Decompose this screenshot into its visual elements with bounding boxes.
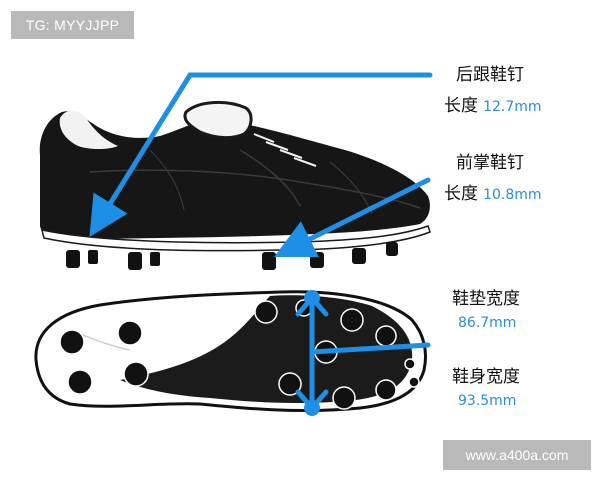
insole-width-line (309, 342, 431, 355)
measurement-lines (89, 72, 433, 417)
spec-forefoot-stud-title: 前掌鞋钉 (456, 153, 524, 173)
spec-heel-stud-title: 后跟鞋钉 (456, 65, 524, 85)
boot-sole-view (34, 290, 427, 413)
spec-heel-stud-label: 长度 (444, 96, 478, 116)
spec-forefoot-stud-label: 长度 (444, 184, 478, 204)
spec-insole-width-title: 鞋垫宽度 (452, 289, 520, 309)
spec-forefoot-stud: 前掌鞋钉 长度 10.8mm (444, 148, 542, 204)
boot-side-view (39, 100, 431, 270)
sole-dark-region (120, 295, 413, 404)
boot-sole (40, 225, 431, 252)
boot-tongue (183, 100, 253, 140)
boot-upper (39, 111, 430, 241)
watermark-tag: TG: MYYJJPP (11, 11, 134, 39)
spec-body-width-value: 93.5mm (458, 393, 517, 409)
spec-body-width: 鞋身宽度 93.5mm (452, 362, 520, 409)
site-tag: www.a400a.com (443, 440, 591, 470)
spec-heel-stud-value: 12.7mm (483, 99, 542, 115)
spec-forefoot-stud-value: 10.8mm (483, 187, 542, 203)
spec-body-width-title: 鞋身宽度 (452, 367, 520, 387)
forefoot-stud-arrow (274, 177, 431, 257)
spec-insole-width: 鞋垫宽度 86.7mm (452, 284, 520, 331)
sole-studs (59, 299, 420, 410)
spec-insole-width-value: 86.7mm (458, 315, 517, 331)
heel-stud-arrow (89, 72, 433, 237)
boot-collar (59, 110, 118, 149)
side-studs (66, 242, 398, 270)
spec-heel-stud: 后跟鞋钉 长度 12.7mm (444, 60, 542, 116)
